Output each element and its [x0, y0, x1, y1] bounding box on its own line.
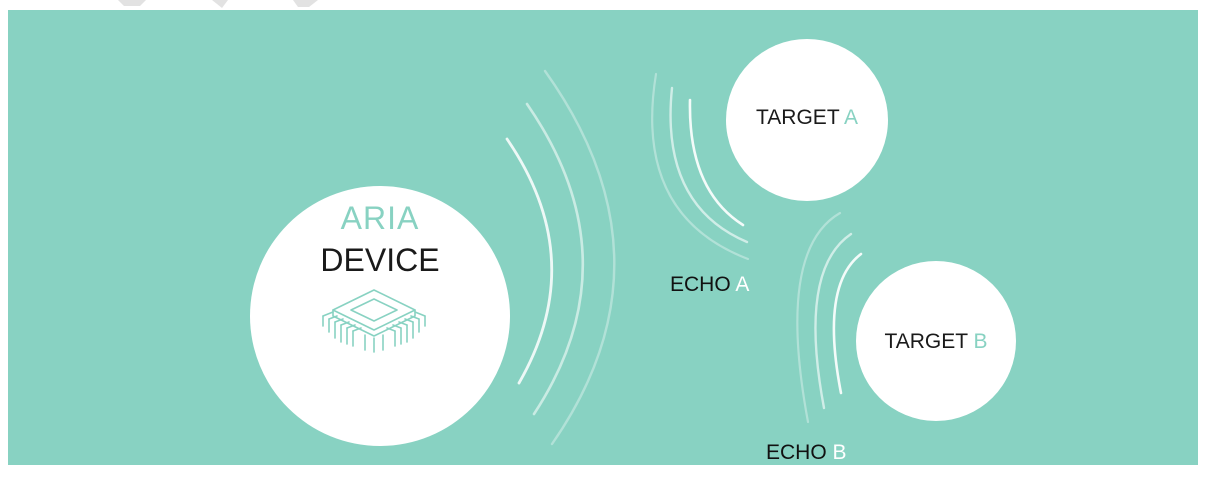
echo-a-word: ECHO [670, 273, 731, 296]
target-b-node: TARGET B [856, 261, 1016, 421]
target-b-word: TARGET [884, 330, 968, 353]
echo-b-wave-middle [814, 232, 853, 410]
top-mark [212, 0, 228, 8]
top-mark [293, 0, 318, 7]
emitted-wave-outer [543, 69, 616, 446]
target-b-letter: B [973, 330, 988, 353]
chip-icon [322, 289, 426, 353]
target-a-letter: A [843, 106, 858, 129]
emitted-wave-middle [525, 102, 585, 416]
target-b-label: TARGET B [856, 330, 1016, 354]
echo-b-wave-outer [796, 211, 842, 424]
echo-b-wave-inner [832, 252, 863, 395]
echo-b-label: ECHO B [766, 441, 847, 465]
echo-b-word: ECHO [766, 441, 827, 464]
echo-b-letter: B [832, 441, 847, 464]
signal-waves [505, 69, 863, 446]
target-a-label: TARGET A [726, 106, 888, 130]
echo-a-wave-middle [669, 86, 749, 244]
top-mark [118, 0, 146, 6]
aria-device-node: ARIA DEVICE [250, 186, 510, 446]
target-a-node: TARGET A [726, 39, 888, 201]
target-a-word: TARGET [756, 106, 840, 129]
diagram-panel: ARIA DEVICE TARGET A TARGET B ECHO A [8, 10, 1198, 465]
echo-a-wave-inner [688, 98, 745, 227]
emitted-wave-inner [505, 137, 554, 385]
top-edge-marks [118, 0, 318, 8]
device-title-line2: DEVICE [320, 242, 440, 278]
echo-a-letter: A [735, 273, 750, 296]
echo-a-wave-outer [651, 72, 750, 261]
echo-a-label: ECHO A [670, 273, 749, 297]
device-title-line1: ARIA [340, 200, 420, 236]
